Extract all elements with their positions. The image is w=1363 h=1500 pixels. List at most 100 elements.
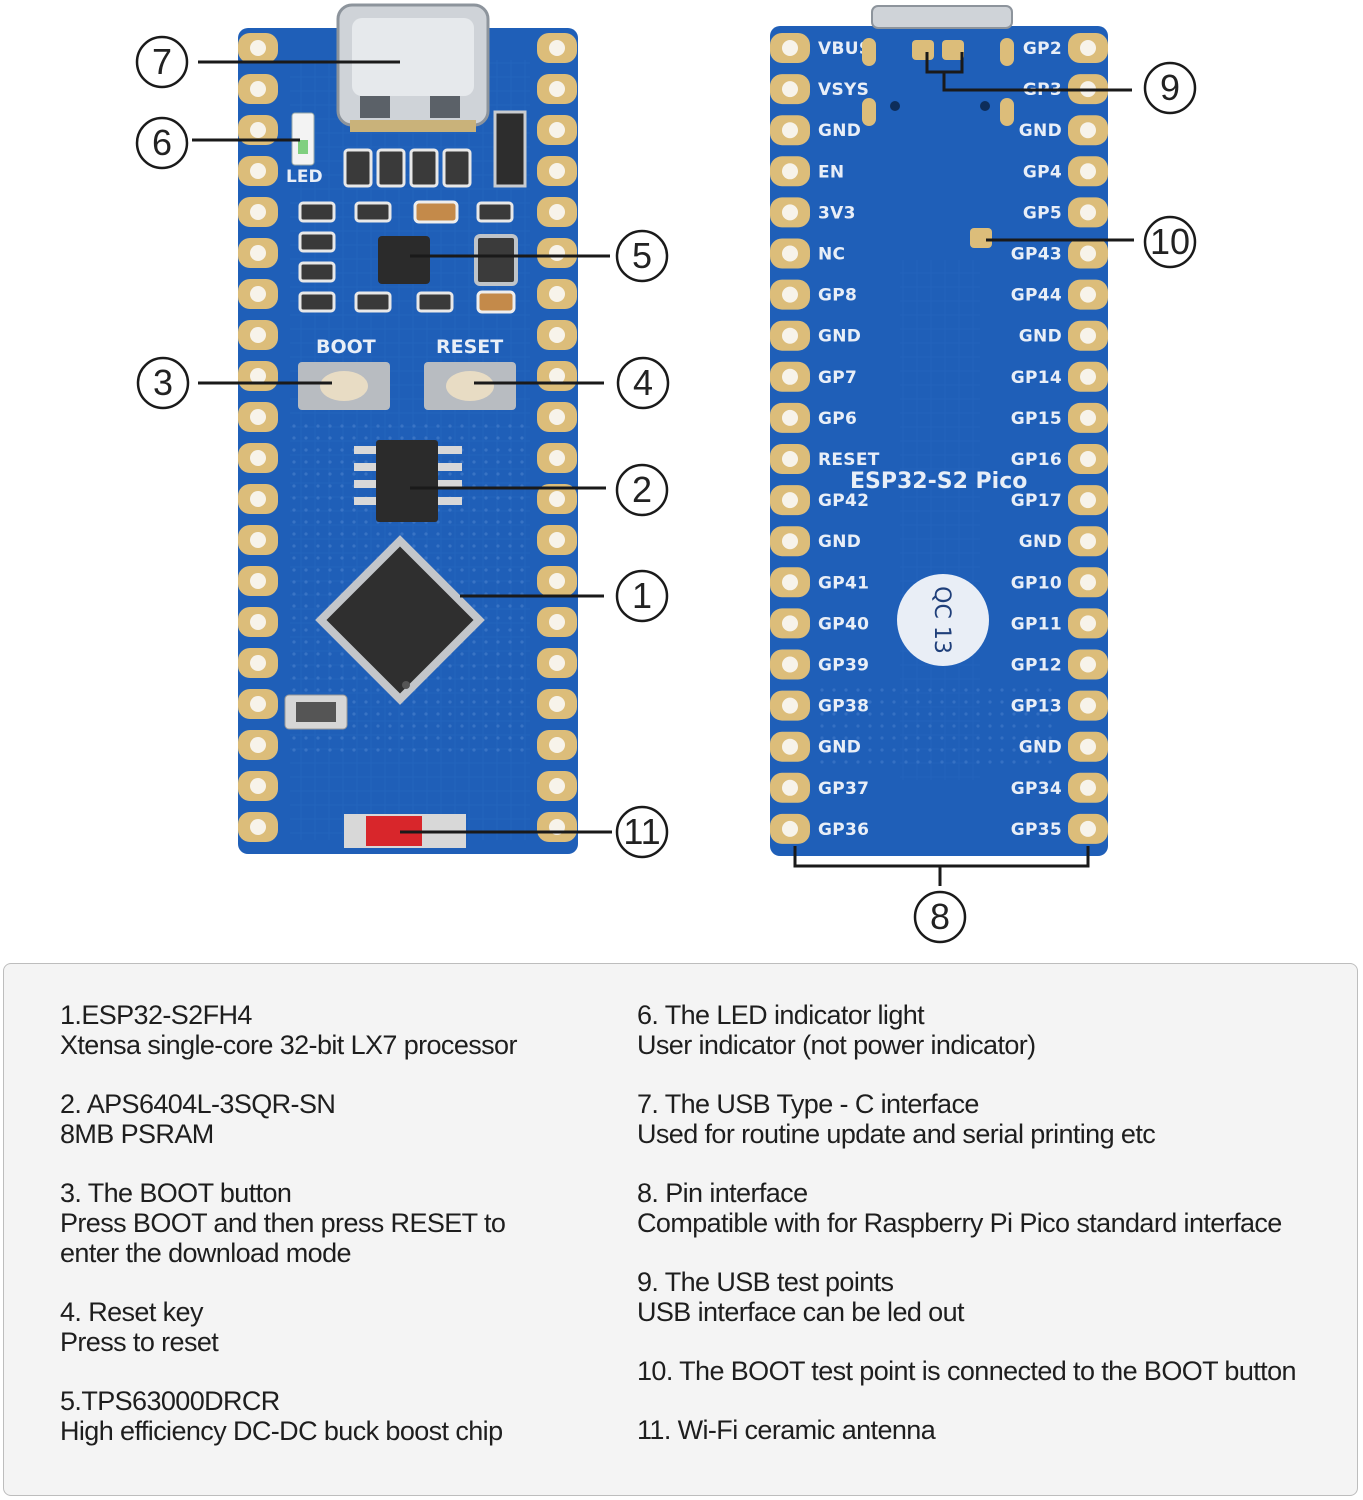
pin-label-right-gp11: GP11 <box>1011 614 1062 634</box>
board-back: VBUSVSYSGNDEN3V3NCGP8GNDGP7GP6RESETGP42G… <box>770 5 1108 856</box>
diode <box>493 110 527 188</box>
back-pin-pads-right <box>1068 33 1108 844</box>
back-pad-left-16 <box>770 649 810 680</box>
board-name-silkscreen: ESP32-S2 Pico <box>850 469 1027 494</box>
pin-label-left-gp7: GP7 <box>818 368 857 388</box>
passive-components <box>298 148 514 313</box>
back-pad-left-18 <box>770 731 810 762</box>
callout-number: 2 <box>632 469 652 510</box>
front-pad-right-10 <box>537 402 577 432</box>
pin-label-right-gp35: GP35 <box>1011 820 1062 840</box>
pin-label-left-gnd: GND <box>818 327 861 347</box>
callout-number: 3 <box>153 362 173 403</box>
front-pad-left-12 <box>238 484 278 514</box>
front-pad-right-5 <box>537 197 577 227</box>
pin-label-left-gp41: GP41 <box>818 573 869 593</box>
legend-item-title: 3. The BOOT button <box>60 1178 292 1208</box>
back-pad-left-4 <box>770 156 810 187</box>
pin-label-left-gnd: GND <box>818 532 861 552</box>
callout-number: 7 <box>152 41 172 82</box>
callout-number: 1 <box>632 575 652 616</box>
inductor <box>474 234 518 286</box>
back-pad-right-5 <box>1068 197 1108 228</box>
legend-item-title: 10. The BOOT test point is connected to … <box>637 1356 1297 1386</box>
front-pad-left-3 <box>238 115 278 145</box>
back-pad-right-17 <box>1068 690 1108 721</box>
callout-11: 11 <box>615 805 669 859</box>
legend-item-title: 9. The USB test points <box>637 1267 894 1297</box>
pin-label-right-gnd: GND <box>1019 532 1062 552</box>
pin-label-left-en: EN <box>818 162 844 182</box>
back-pad-left-7 <box>770 279 810 310</box>
back-pad-right-8 <box>1068 320 1108 351</box>
callout-2: 2 <box>615 463 669 517</box>
legend-item-title: 7. The USB Type - C interface <box>637 1089 979 1119</box>
back-pad-left-10 <box>770 402 810 433</box>
back-pad-right-11 <box>1068 444 1108 474</box>
usb-c-connector <box>336 3 490 132</box>
front-pad-left-16 <box>238 648 278 678</box>
usb-c-connector-back <box>871 5 1013 29</box>
callout-4: 4 <box>616 356 670 410</box>
back-pad-right-13 <box>1068 526 1108 557</box>
front-pad-right-8 <box>537 320 577 350</box>
legend-item-description: Press BOOT and then press RESET to <box>60 1208 506 1238</box>
reset-button[interactable] <box>424 362 516 410</box>
pin-label-left-vbus: VBUS <box>818 39 871 59</box>
legend-item-title: 1.ESP32-S2FH4 <box>60 1000 252 1030</box>
boot-button[interactable] <box>298 362 390 410</box>
svg-text:QC 13: QC 13 <box>929 586 954 654</box>
back-pad-left-5 <box>770 197 810 228</box>
back-pad-left-11 <box>770 444 810 474</box>
front-pad-right-16 <box>537 648 577 678</box>
boot-test-point <box>970 228 992 248</box>
pin-label-right-gp10: GP10 <box>1011 573 1062 593</box>
pin-label-left-nc: NC <box>818 245 845 265</box>
back-pad-left-17 <box>770 690 810 721</box>
callout-3: 3 <box>136 356 190 410</box>
callout-1: 1 <box>615 569 669 623</box>
legend-item-description: High efficiency DC-DC buck boost chip <box>60 1416 503 1446</box>
callout-number: 6 <box>152 122 172 163</box>
pin-label-left-gnd: GND <box>818 738 861 758</box>
callout-number: 11 <box>623 811 660 852</box>
legend-item-description: Xtensa single-core 32-bit LX7 processor <box>60 1030 517 1060</box>
back-pad-right-14 <box>1068 567 1108 598</box>
front-pad-right-7 <box>537 279 577 309</box>
callout-number: 4 <box>633 362 653 403</box>
front-pad-left-14 <box>238 566 278 596</box>
back-pad-right-6 <box>1068 238 1108 269</box>
back-pad-left-6 <box>770 238 810 269</box>
legend-item-title: 5.TPS63000DRCR <box>60 1386 280 1416</box>
pin-label-right-gnd: GND <box>1019 121 1062 141</box>
legend-item-title: 2. APS6404L-3SQR-SN <box>60 1089 336 1119</box>
reset-silkscreen: RESET <box>436 336 503 358</box>
front-pad-left-19 <box>238 771 278 801</box>
pin-label-left-gp8: GP8 <box>818 286 857 306</box>
pin-labels-left: VBUSVSYSGNDEN3V3NCGP8GNDGP7GP6RESETGP42G… <box>818 39 879 840</box>
legend-item-title: 6. The LED indicator light <box>637 1000 925 1030</box>
pin-label-left-gp42: GP42 <box>818 491 869 511</box>
pin-label-left-gp38: GP38 <box>818 697 869 717</box>
legend-item-description: USB interface can be led out <box>637 1297 965 1327</box>
front-pad-right-9 <box>537 361 577 391</box>
legend-item-description: User indicator (not power indicator) <box>637 1030 1036 1060</box>
back-pad-left-12 <box>770 485 810 516</box>
front-pad-right-4 <box>537 156 577 186</box>
legend-item-title: 11. Wi-Fi ceramic antenna <box>637 1415 936 1445</box>
front-pad-left-13 <box>238 525 278 555</box>
front-pad-left-8 <box>238 320 278 350</box>
pin-label-right-gp44: GP44 <box>1011 286 1062 306</box>
back-pad-right-9 <box>1068 361 1108 392</box>
back-pad-right-15 <box>1068 608 1108 639</box>
qc-sticker: QC 13 <box>897 574 989 666</box>
front-pad-left-15 <box>238 607 278 637</box>
legend-item-description: 8MB PSRAM <box>60 1119 214 1149</box>
